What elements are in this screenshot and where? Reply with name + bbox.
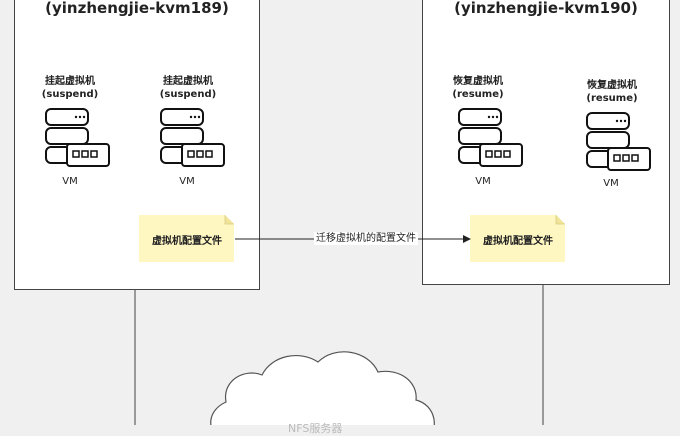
migration-edge-label: 迁移虚拟机的配置文件 (314, 232, 418, 245)
vm-caption: VM (179, 176, 195, 187)
connector-layer (134, 283, 544, 425)
vm-label-action: 恢复虚拟机 (453, 76, 503, 87)
vm-label-command: (suspend) (41, 89, 99, 100)
nfs-cloud-shape (210, 351, 435, 425)
host-title: (yinzhengjie-kvm189) (45, 0, 229, 17)
vm-caption: VM (62, 176, 78, 187)
vm-label-action: 恢复虚拟机 (587, 80, 637, 91)
vm-label: 恢复虚拟机 (resume) (438, 75, 518, 101)
server-vm-icon (458, 108, 523, 167)
vm-label-action: 挂起虚拟机 (45, 76, 95, 87)
nfs-cloud-label: NFS服务器 (288, 422, 343, 435)
server-vm-icon (45, 108, 110, 167)
vm-label: 挂起虚拟机 (suspend) (30, 75, 110, 101)
vm-label-command: (resume) (452, 89, 504, 100)
vm-label: 恢复虚拟机 (resume) (572, 79, 652, 105)
note-icon (470, 215, 565, 262)
vm-label-action: 挂起虚拟机 (163, 76, 213, 87)
vm-label-command: (resume) (586, 93, 638, 104)
vm-label: 挂起虚拟机 (suspend) (148, 75, 228, 101)
vm-caption: VM (475, 176, 491, 187)
note-icon (139, 215, 234, 262)
note-text: 虚拟机配置文件 (483, 235, 553, 247)
host-title: (yinzhengjie-kvm190) (454, 0, 638, 17)
config-file-note-target: 虚拟机配置文件 (470, 215, 566, 263)
vm-label-command: (suspend) (159, 89, 217, 100)
diagram-canvas: (yinzhengjie-kvm189) (yinzhengjie-kvm190… (14, 0, 670, 435)
server-vm-icon (586, 112, 651, 171)
vm-caption: VM (603, 178, 619, 189)
config-file-note-source: 虚拟机配置文件 (139, 215, 235, 263)
server-vm-icon (160, 108, 225, 167)
note-text: 虚拟机配置文件 (152, 235, 222, 247)
